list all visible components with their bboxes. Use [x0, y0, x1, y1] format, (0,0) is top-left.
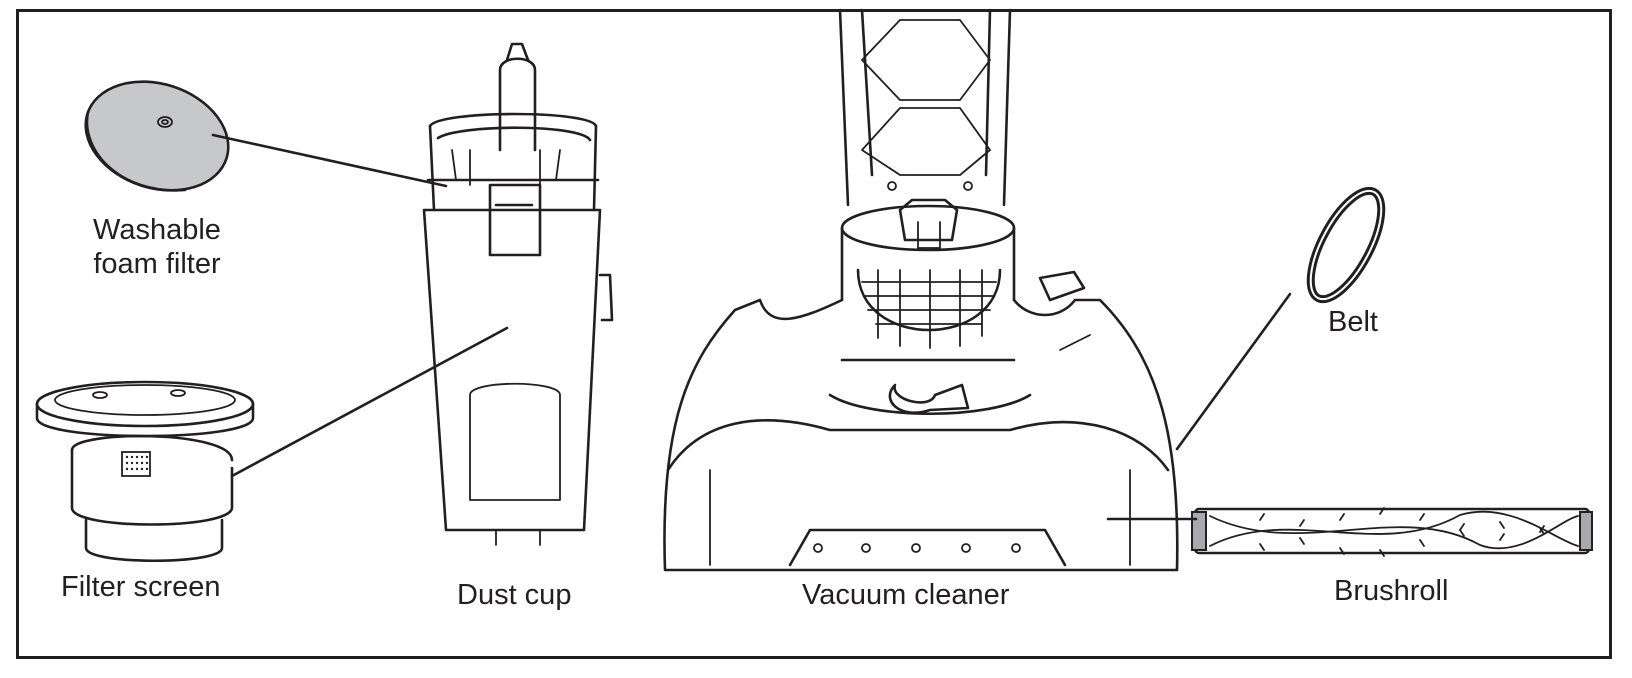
vacuum-cleaner-part	[663, 8, 1179, 572]
foam-filter-label-line2: foam filter	[93, 248, 221, 280]
brushroll-part	[1191, 507, 1593, 557]
foam-filter-part	[84, 80, 230, 192]
leader-belt	[1175, 292, 1292, 451]
dust-cup-label: Dust cup	[457, 579, 572, 611]
filter-screen-label: Filter screen	[61, 571, 221, 603]
belt-part	[1306, 186, 1386, 304]
diagram-border	[16, 9, 1612, 659]
foam-filter-label: Washable foam filter	[78, 213, 236, 281]
leader-lines	[211, 133, 1292, 521]
belt-label: Belt	[1328, 306, 1378, 338]
foam-filter-label-line1: Washable	[93, 214, 221, 246]
leader-filter-screen	[230, 326, 509, 478]
dust-cup-part	[422, 42, 614, 546]
brushroll-label: Brushroll	[1334, 575, 1449, 607]
vacuum-cleaner-label: Vacuum cleaner	[802, 579, 1010, 611]
leader-foam-filter	[211, 133, 448, 188]
filter-screen-part	[35, 380, 255, 563]
